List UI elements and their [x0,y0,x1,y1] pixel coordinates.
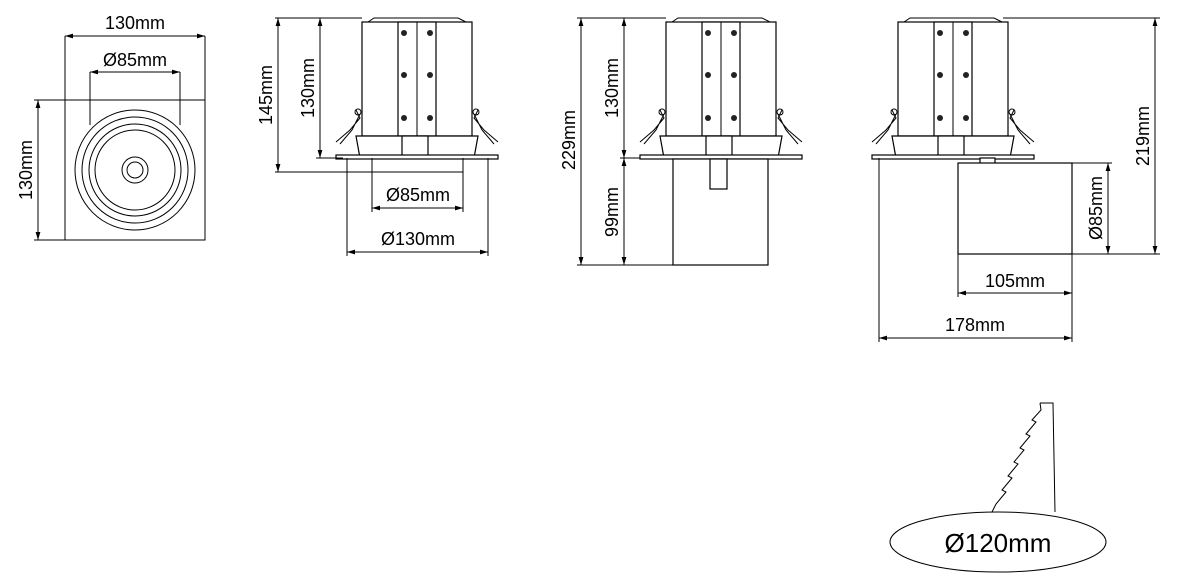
front-body-height-label: 130mm [298,58,318,118]
tilted-total-width-label: 178mm [945,315,1005,335]
front-outer-diameter-label: Ø130mm [381,229,455,249]
front-inner-diameter-label: Ø85mm [386,185,450,205]
tilted-head-diameter-label: Ø85mm [1086,176,1106,240]
side-view: 229mm 130mm 99mm [559,17,803,266]
tilted-head-length-label: 105mm [985,271,1045,291]
front-total-height-label: 145mm [256,65,276,125]
front-view: 145mm 130mm Ø85mm Ø130mm [256,17,499,256]
side-total-height-label: 229mm [559,110,579,170]
top-width-label: 130mm [105,13,165,33]
tilted-view: 219mm Ø85mm 105mm 178mm [871,17,1160,342]
side-body-height-label: 130mm [602,58,622,118]
top-view: 130mm Ø85mm 130mm [16,13,206,241]
cutout-diameter-label: Ø120mm [945,528,1052,558]
top-height-label: 130mm [16,140,36,200]
side-head-height-label: 99mm [602,187,622,237]
top-inner-diameter-label: Ø85mm [103,50,167,70]
tilted-total-height-label: 219mm [1133,106,1153,166]
cutout-icon: Ø120mm [889,402,1107,573]
